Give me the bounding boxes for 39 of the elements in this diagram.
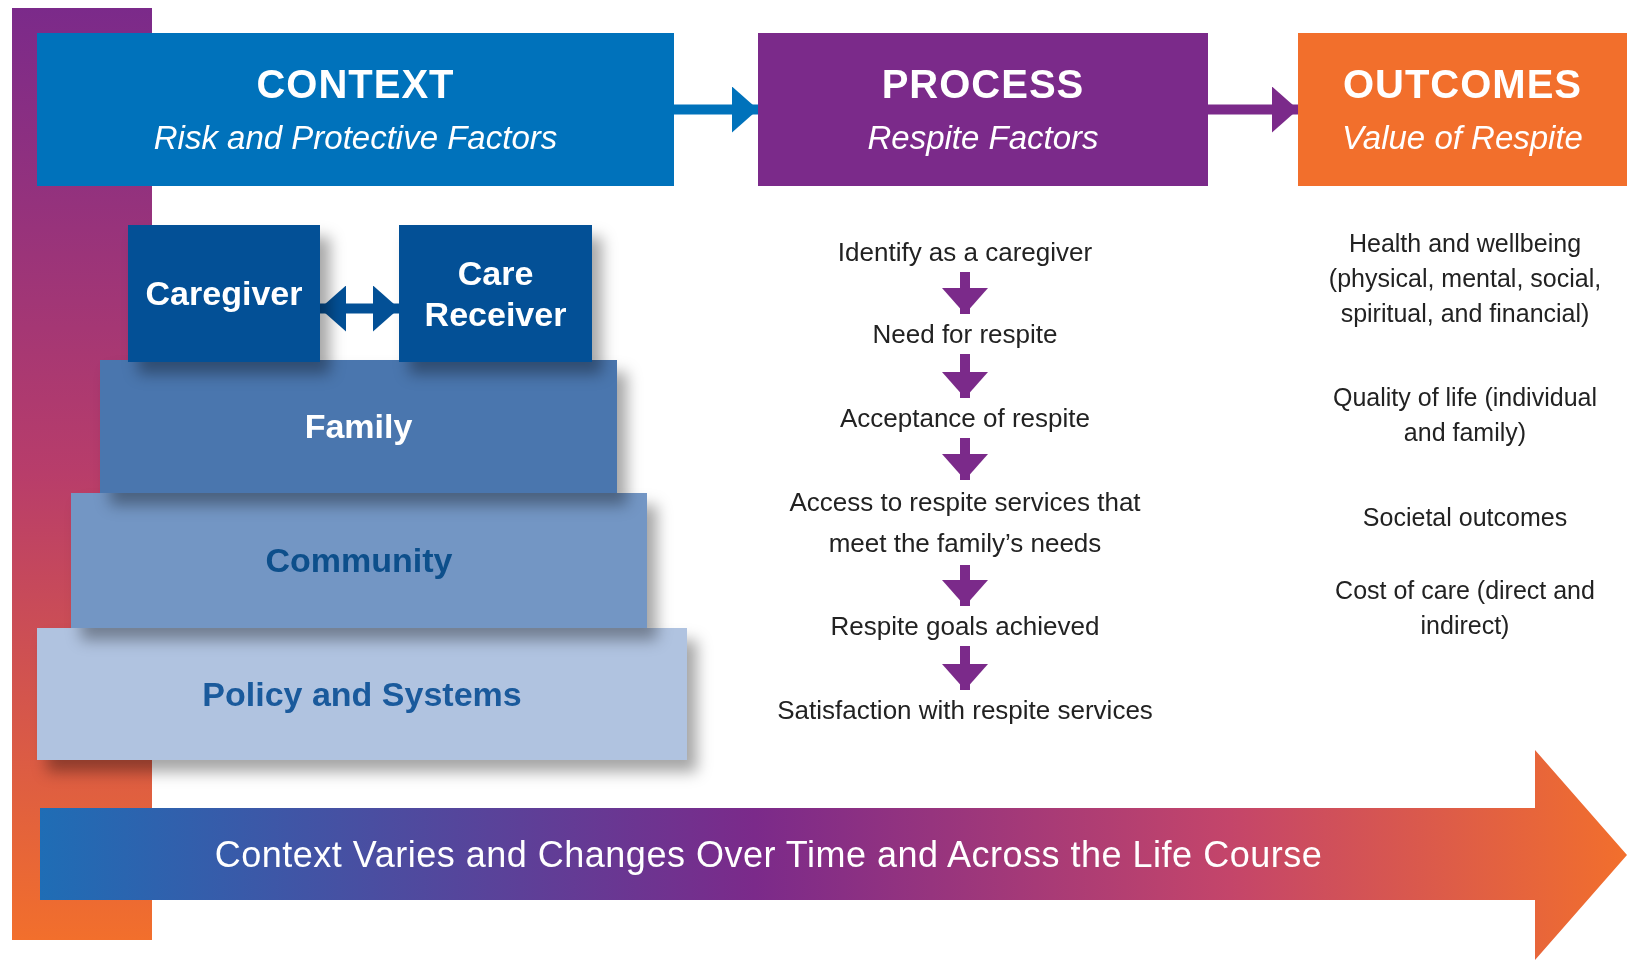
outcome-text: Societal outcomes: [1361, 502, 1569, 533]
level-label: Policy and Systems: [202, 673, 522, 715]
level-box: [37, 628, 687, 760]
level-box: [71, 493, 647, 628]
arrow: [942, 272, 988, 314]
arrow: [942, 646, 988, 690]
step-text: Access to respite services that meet the family’s needs: [788, 486, 1142, 560]
header-box: [1298, 33, 1627, 186]
person-box: [128, 225, 320, 362]
outcome-text: Quality of life (individual and family): [1332, 382, 1598, 448]
arrow: [942, 354, 988, 398]
level-box: [100, 360, 617, 493]
header-title: CONTEXT: [256, 62, 455, 107]
step-text: Need for respite: [872, 317, 1058, 351]
level-label: Caregiver: [145, 273, 303, 314]
arrow: [674, 86, 758, 133]
arrow: [320, 285, 399, 332]
level-label: Family: [304, 406, 413, 447]
header-title: PROCESS: [881, 62, 1085, 107]
banner-text: Context Varies and Changes Over Time and Across the Life Course: [214, 834, 1323, 876]
step-text: Satisfaction with respite services: [777, 693, 1153, 727]
level-label: Community: [265, 540, 453, 581]
header-subtitle: Value of Respite: [1342, 119, 1583, 157]
header-subtitle: Respite Factors: [867, 119, 1099, 157]
step-text: Acceptance of respite: [839, 401, 1090, 435]
outcome-text: Health and wellbeing (physical, mental, social, spiritual, and financial): [1327, 228, 1603, 329]
outcome-text: Cost of care (direct and indirect): [1334, 575, 1596, 641]
header-box: [37, 33, 674, 186]
step-text: Identify as a caregiver: [837, 235, 1093, 269]
step-text: Respite goals achieved: [830, 609, 1100, 643]
level-label: Care Receiver: [423, 252, 568, 335]
header-title: OUTCOMES: [1342, 62, 1583, 107]
arrow: [942, 438, 988, 480]
arrow: [1208, 86, 1298, 133]
arrow-banner: [40, 750, 1627, 960]
header-subtitle: Risk and Protective Factors: [153, 119, 558, 157]
person-box: [399, 225, 592, 362]
arrow: [942, 565, 988, 606]
header-box: [758, 33, 1208, 186]
